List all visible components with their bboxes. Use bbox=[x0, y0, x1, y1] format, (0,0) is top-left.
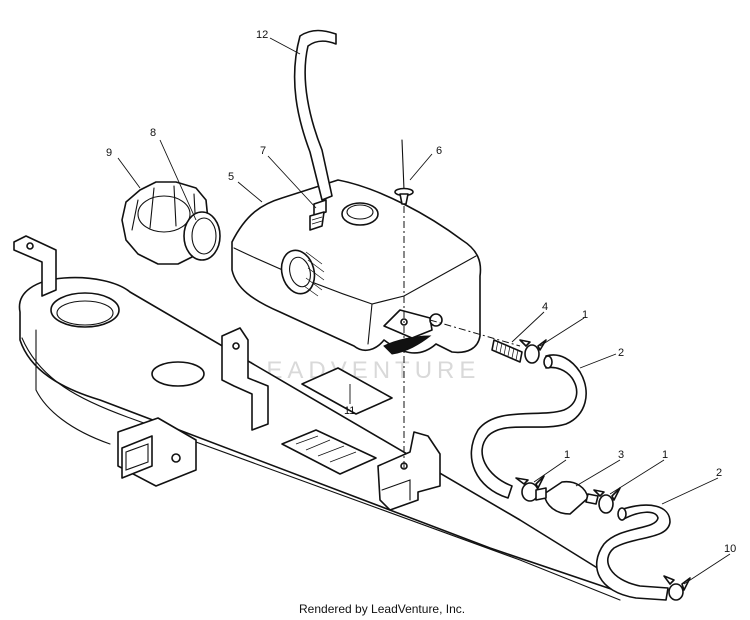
tank-filler-neck bbox=[280, 249, 316, 295]
fuel-tank-body bbox=[231, 179, 482, 354]
hose-clamp-10 bbox=[663, 575, 691, 601]
frame-front-edge bbox=[35, 329, 111, 445]
leader-9 bbox=[117, 157, 141, 189]
clamp-ear-2 bbox=[611, 487, 621, 501]
leader-8 bbox=[159, 139, 197, 221]
callout-11: 11 bbox=[344, 405, 355, 417]
filter-inlet bbox=[535, 487, 547, 501]
fuel-hose-lower bbox=[595, 504, 671, 601]
cutout-shade bbox=[295, 435, 357, 463]
callout-2a: 2 bbox=[618, 347, 624, 359]
tab-hole bbox=[26, 242, 34, 250]
gauge-rod bbox=[401, 139, 405, 191]
leader-10 bbox=[683, 553, 731, 585]
filter-outlet bbox=[585, 493, 599, 505]
filter-body bbox=[543, 480, 589, 515]
gauge-tip bbox=[399, 193, 409, 205]
tank-top-boss bbox=[341, 202, 379, 226]
frame-front-hole-inner bbox=[56, 300, 114, 326]
filler-thread bbox=[303, 251, 325, 297]
cap-gasket bbox=[183, 211, 221, 261]
gasket-outer bbox=[183, 211, 221, 261]
leader-1b bbox=[533, 459, 567, 483]
valve-stem bbox=[309, 211, 325, 231]
callout-labels: 12 9 8 7 5 6 11 4 1 2 1 3 1 2 10 bbox=[106, 29, 736, 555]
clamp-ring bbox=[598, 494, 614, 514]
valve-rings bbox=[311, 216, 323, 225]
tank-shadow bbox=[383, 335, 432, 355]
hose-clamp-1a bbox=[519, 339, 547, 364]
frame-bracket-left bbox=[221, 327, 269, 431]
callout-8: 8 bbox=[150, 127, 156, 139]
clamp-ear bbox=[519, 339, 531, 347]
clamp-ear bbox=[663, 575, 675, 585]
callout-1b: 1 bbox=[564, 449, 570, 461]
label-plate bbox=[301, 367, 393, 415]
fitting-body bbox=[491, 339, 523, 363]
gasket-inner bbox=[191, 217, 217, 255]
hose-clamp-1b bbox=[515, 475, 545, 502]
callout-5: 5 bbox=[228, 171, 234, 183]
leader-12 bbox=[269, 37, 301, 55]
leader-3 bbox=[575, 459, 621, 487]
fuel-filter bbox=[535, 480, 599, 515]
hose-end-lower bbox=[617, 507, 627, 521]
vent-tube bbox=[293, 29, 337, 201]
frame-front-hole bbox=[50, 292, 120, 328]
fitting-thread bbox=[495, 340, 519, 361]
callout-1c: 1 bbox=[662, 449, 668, 461]
callout-1a: 1 bbox=[582, 309, 588, 321]
callout-6: 6 bbox=[436, 145, 442, 157]
callout-9: 9 bbox=[106, 147, 112, 159]
leadventure-watermark: LEADVENTURE bbox=[248, 232, 480, 384]
clamp-ring bbox=[524, 344, 540, 364]
outlet-fitting bbox=[491, 339, 523, 363]
leader-6 bbox=[409, 153, 433, 181]
callout-7: 7 bbox=[260, 145, 266, 157]
alignment-line-outlet bbox=[429, 319, 521, 347]
cap-top-face bbox=[137, 195, 191, 233]
bracket-right-edge bbox=[381, 479, 411, 501]
leader-lines bbox=[117, 37, 731, 585]
leader-7 bbox=[267, 155, 317, 209]
clamp-ear bbox=[515, 477, 529, 485]
fuel-tank bbox=[231, 179, 482, 355]
fuel-hose-upper bbox=[470, 354, 587, 499]
clamp-ear-2 bbox=[535, 475, 545, 489]
frame-bracket-right bbox=[377, 431, 441, 511]
leader-5 bbox=[237, 181, 263, 203]
tank-corner-edge bbox=[367, 303, 373, 345]
leader-1c bbox=[609, 459, 665, 495]
hose-clamp-1c bbox=[593, 487, 621, 514]
frame-chassis bbox=[13, 235, 621, 601]
clamp-ear bbox=[593, 489, 605, 497]
fuel-gauge-rod bbox=[394, 139, 414, 205]
bracket-left-hole bbox=[232, 342, 240, 350]
clamp-ear-2 bbox=[681, 577, 691, 591]
frame-front-tab bbox=[13, 235, 57, 297]
callout-10: 10 bbox=[724, 543, 736, 555]
cap-grip-ridges bbox=[131, 185, 197, 233]
hitch-pin-hole bbox=[171, 453, 181, 463]
frame-mid-hole bbox=[151, 361, 205, 387]
clamp-ring bbox=[668, 583, 684, 601]
leader-1a bbox=[539, 317, 585, 347]
callout-12: 12 bbox=[256, 29, 268, 41]
frame-lower-edge bbox=[21, 337, 621, 601]
hitch-inner bbox=[125, 443, 149, 471]
leader-2b bbox=[661, 477, 719, 505]
watermark-text: LEADVENTURE bbox=[248, 357, 480, 384]
callout-4: 4 bbox=[542, 301, 548, 313]
leader-4 bbox=[511, 311, 545, 343]
boss-inner bbox=[346, 204, 374, 220]
hitch-receiver-opening bbox=[121, 435, 153, 479]
hose-end-upper bbox=[543, 355, 553, 369]
callout-2b: 2 bbox=[716, 467, 722, 479]
callout-3: 3 bbox=[618, 449, 624, 461]
footer-credit: Rendered by LeadVenture, Inc. bbox=[299, 602, 465, 616]
vent-valve bbox=[309, 199, 327, 231]
leader-2a bbox=[579, 353, 617, 369]
